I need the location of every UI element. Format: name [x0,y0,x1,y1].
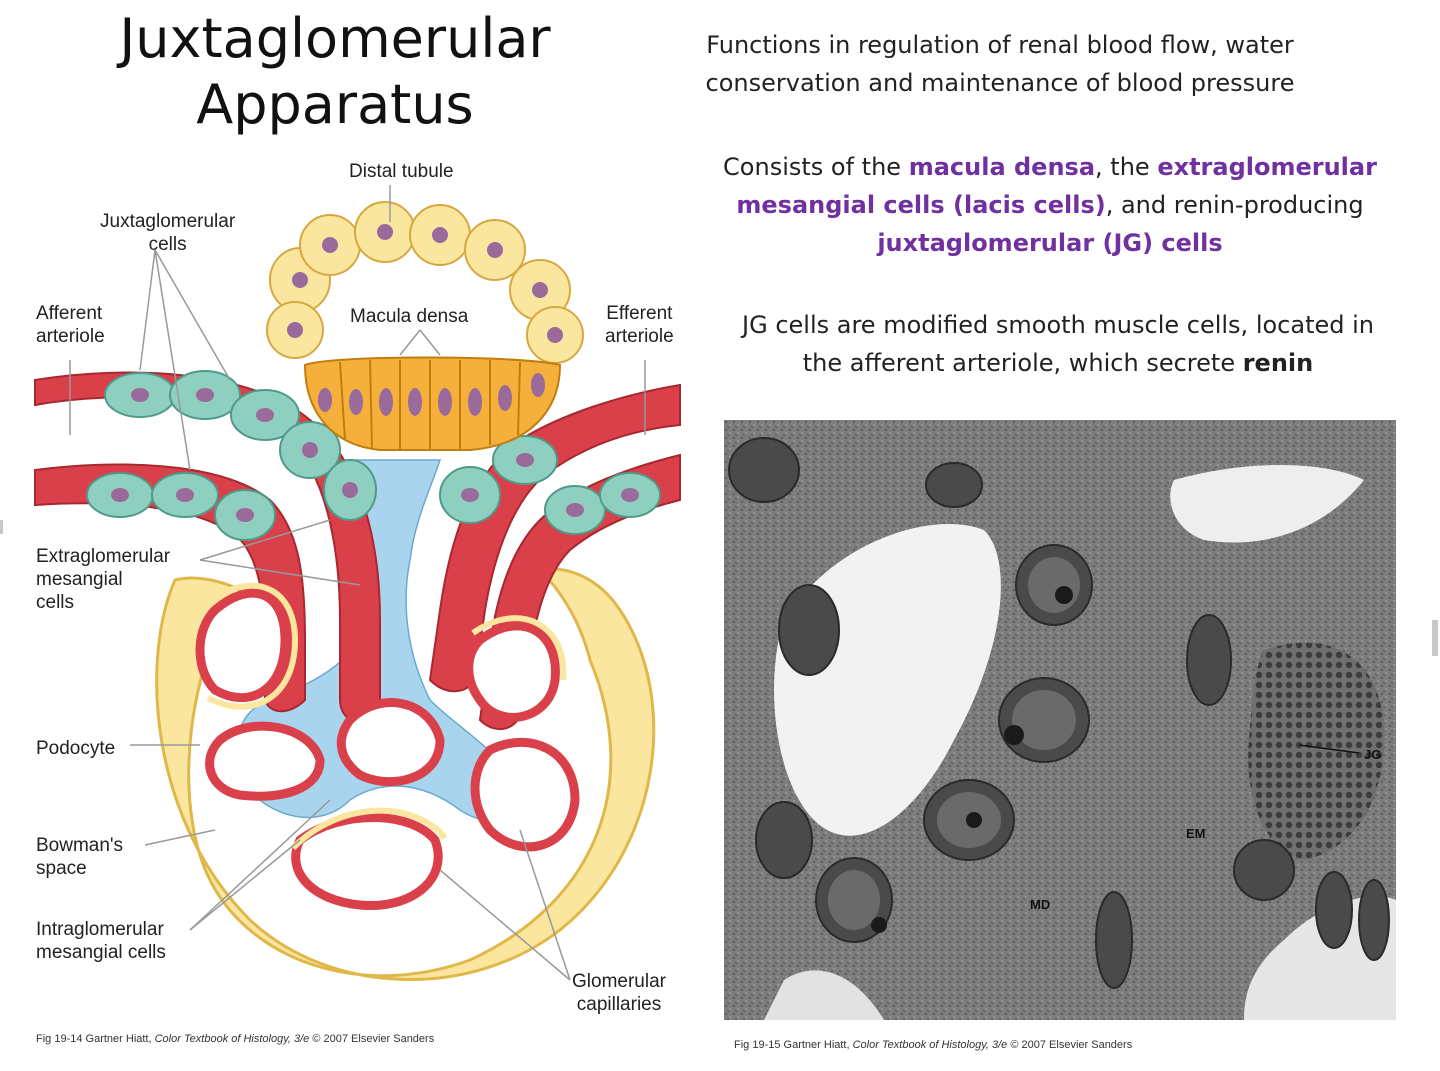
efferent-arteriole [428,383,681,693]
micrograph-label-jg: JG [1364,747,1382,762]
jg-desc-line-2: the afferent arteriole, which secrete re… [700,344,1416,382]
micrograph-lumen-small [1170,465,1364,543]
jg-cells-term: juxtaglomerular (JG) cells [877,229,1223,257]
right-figure-caption: Fig 19-15 Gartner Hiatt, Color Textbook … [734,1039,1132,1051]
label-glomerular-line-1: Glomerular [572,971,666,992]
label-afferent-arteriole: Afferent arteriole [36,302,105,348]
label-podocyte: Podocyte [36,738,116,759]
left-caption-suffix: © 2007 Elsevier Sanders [309,1033,435,1045]
consists-text: Consists of the macula densa, the extrag… [700,148,1400,262]
label-intraglomerular-mesangial-cells: Intraglomerular mesangial cells [36,918,166,964]
label-bowmans-line-2: space [36,858,87,879]
label-glomerular-capillaries: Glomerular capillaries [572,970,666,1016]
label-macula-densa: Macula densa [350,306,469,327]
distal-tubule [266,201,584,364]
left-caption-prefix: Fig 19-14 Gartner Hiatt, [36,1033,155,1045]
right-edge-mark [1432,620,1438,656]
label-extraglomerular-line-2: mesangial [36,569,123,590]
label-distal-tubule: Distal tubule [349,161,454,182]
label-juxtaglomerular-cells-line-2: cells [148,234,187,255]
micrograph-jg-granules [1248,642,1385,860]
left-caption-italic: Color Textbook of Histology, 3/e [154,1033,310,1045]
label-bowmans-line-1: Bowman's [36,835,124,856]
bowmans-capsule [155,567,656,981]
macula-densa-term: macula densa [908,153,1096,181]
label-juxtaglomerular-cells: Juxtaglomerular cells [100,210,235,256]
functions-text: Functions in regulation of renal blood f… [620,26,1380,102]
label-efferent-line-1: Efferent [606,303,673,324]
label-bowmans-space: Bowman's space [36,834,123,880]
label-efferent-line-2: arteriole [605,326,674,347]
title-line-2: Apparatus [196,73,474,136]
jg-description: JG cells are modified smooth muscle cell… [700,306,1416,382]
right-caption-suffix: © 2007 Elsevier Sanders [1007,1039,1133,1051]
consists-sep-2: , and renin-producing [1105,191,1364,219]
right-caption-italic: Color Textbook of Histology, 3/e [852,1039,1008,1051]
right-caption-prefix: Fig 19-15 Gartner Hiatt, [734,1039,853,1051]
title-line-1: Juxtaglomerular [119,7,551,70]
consists-sep-1: , the [1095,153,1158,181]
functions-line-1: Functions in regulation of renal blood f… [706,31,1294,59]
label-intraglomerular-line-2: mesangial cells [36,942,166,963]
micrograph-label-em: EM [1186,826,1206,841]
extraglomerular-term: extraglomerular mesangial cells (lacis c… [736,153,1377,219]
label-extraglomerular-line-3: cells [36,592,75,613]
slide-title: Juxtaglomerular Apparatus [60,6,610,138]
label-juxtaglomerular-cells-line-1: Juxtaglomerular [100,211,236,232]
label-efferent-arteriole: Efferent arteriole [605,302,674,348]
renin-term: renin [1242,349,1314,377]
jg-desc-line-2-text: the afferent arteriole, which secrete [802,349,1243,377]
micrograph-label-md: MD [1030,897,1051,912]
label-extraglomerular-line-1: Extraglomerular [36,546,171,567]
jga-diagram [34,185,681,981]
label-glomerular-line-2: capillaries [576,994,662,1015]
functions-line-2: conservation and maintenance of blood pr… [705,69,1295,97]
left-figure-caption: Fig 19-14 Gartner Hiatt, Color Textbook … [36,1033,434,1045]
label-intraglomerular-line-1: Intraglomerular [36,919,164,940]
jg-desc-line-1: JG cells are modified smooth muscle cell… [742,311,1374,339]
electron-micrograph [724,420,1396,1020]
glomerular-capillaries [195,588,580,911]
label-afferent-line-1: Afferent [36,303,103,324]
macula-densa-cells [303,356,562,451]
label-afferent-line-2: arteriole [36,326,105,347]
consists-prefix: Consists of the [723,153,909,181]
left-edge-mark [0,520,3,534]
label-extraglomerular-mesangial-cells: Extraglomerular mesangial cells [36,545,170,614]
